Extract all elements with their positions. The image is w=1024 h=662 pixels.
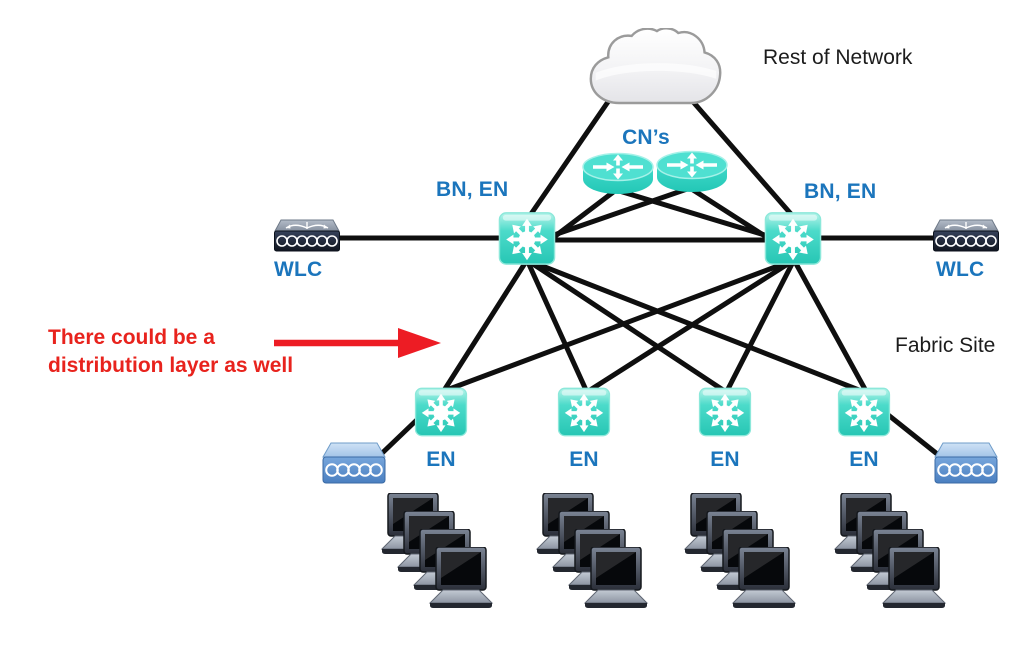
link-en-switch-4--ap-right — [884, 411, 949, 464]
en-switch-2 — [557, 387, 611, 437]
laptop-stack — [536, 493, 648, 609]
cn-router-1 — [579, 149, 657, 197]
wlc-right — [932, 219, 1000, 253]
bn-en-switch-right — [764, 211, 822, 266]
link-cn-router-2--bn-en-switch-left — [551, 185, 693, 238]
endpoint-group-3 — [683, 493, 808, 615]
wlc-icon — [273, 219, 341, 253]
multilayer-switch-icon — [498, 211, 556, 266]
endpoint-group-2 — [535, 493, 660, 615]
link-bn-en-switch-right--en-switch-1 — [441, 257, 797, 394]
bn-en-switch-left — [498, 211, 556, 266]
ap-right — [933, 441, 999, 485]
endpoint-group-4 — [833, 493, 958, 615]
wlc-icon — [932, 219, 1000, 253]
multilayer-switch-icon — [414, 387, 468, 437]
laptop-icon — [584, 547, 648, 609]
link-bn-en-switch-left--en-switch-3 — [524, 257, 729, 395]
laptop-stack — [381, 493, 493, 609]
access-point-icon — [933, 441, 999, 485]
laptop-icon — [882, 547, 946, 609]
link-bn-en-switch-left--en-switch-1 — [440, 257, 530, 395]
en-switch-1 — [414, 387, 468, 437]
en-1-label: EN — [426, 448, 456, 471]
access-point-icon — [321, 441, 387, 485]
cns-label: CN’s — [622, 126, 670, 149]
en-3-label: EN — [710, 448, 740, 471]
en-2-label: EN — [569, 448, 599, 471]
multilayer-switch-icon — [837, 387, 891, 437]
fabric-site-label: Fabric Site — [895, 334, 996, 357]
rest-of-network-label: Rest of Network — [763, 46, 913, 69]
laptop-stack — [834, 493, 946, 609]
link-bn-en-switch-left--en-switch-2 — [524, 257, 589, 393]
ap-left — [321, 441, 387, 485]
link-cn-router-2--bn-en-switch-right — [687, 185, 771, 241]
annotation-arrow — [271, 327, 443, 364]
annotation-line-2: distribution layer as well — [48, 354, 294, 377]
link-bn-en-switch-right--en-switch-2 — [584, 257, 797, 395]
laptop-icon — [732, 547, 796, 609]
laptop-icon — [429, 547, 493, 609]
cloud-icon — [584, 28, 724, 108]
link-cloud--bn-en-switch-right — [685, 93, 794, 217]
link-cn-router-1--bn-en-switch-right — [613, 187, 771, 239]
link-bn-en-switch-left--en-switch-4 — [524, 257, 867, 395]
annotation-line-1: There could be a — [48, 326, 215, 349]
cn-router-2 — [653, 147, 731, 195]
laptop-stack — [684, 493, 796, 609]
wlc-left-label: WLC — [274, 258, 323, 281]
en-4-label: EN — [849, 448, 879, 471]
wlc-right-label: WLC — [936, 258, 985, 281]
endpoint-group-1 — [380, 493, 505, 615]
en-switch-4 — [837, 387, 891, 437]
bn-en-right-label: BN, EN — [804, 180, 877, 203]
router-icon — [579, 149, 657, 197]
wlc-left — [273, 219, 341, 253]
cloud-rest-of-network — [584, 28, 724, 108]
bn-en-left-label: BN, EN — [436, 178, 509, 201]
multilayer-switch-icon — [698, 387, 752, 437]
annotation-text: There could be a distribution layer as w… — [48, 324, 293, 380]
en-switch-3 — [698, 387, 752, 437]
red-arrow-icon — [274, 328, 441, 358]
multilayer-switch-icon — [557, 387, 611, 437]
link-bn-en-switch-right--en-switch-4 — [791, 257, 869, 394]
link-bn-en-switch-right--en-switch-3 — [724, 257, 797, 394]
router-icon — [653, 147, 731, 195]
link-cloud--bn-en-switch-left — [528, 93, 615, 217]
multilayer-switch-icon — [764, 211, 822, 266]
